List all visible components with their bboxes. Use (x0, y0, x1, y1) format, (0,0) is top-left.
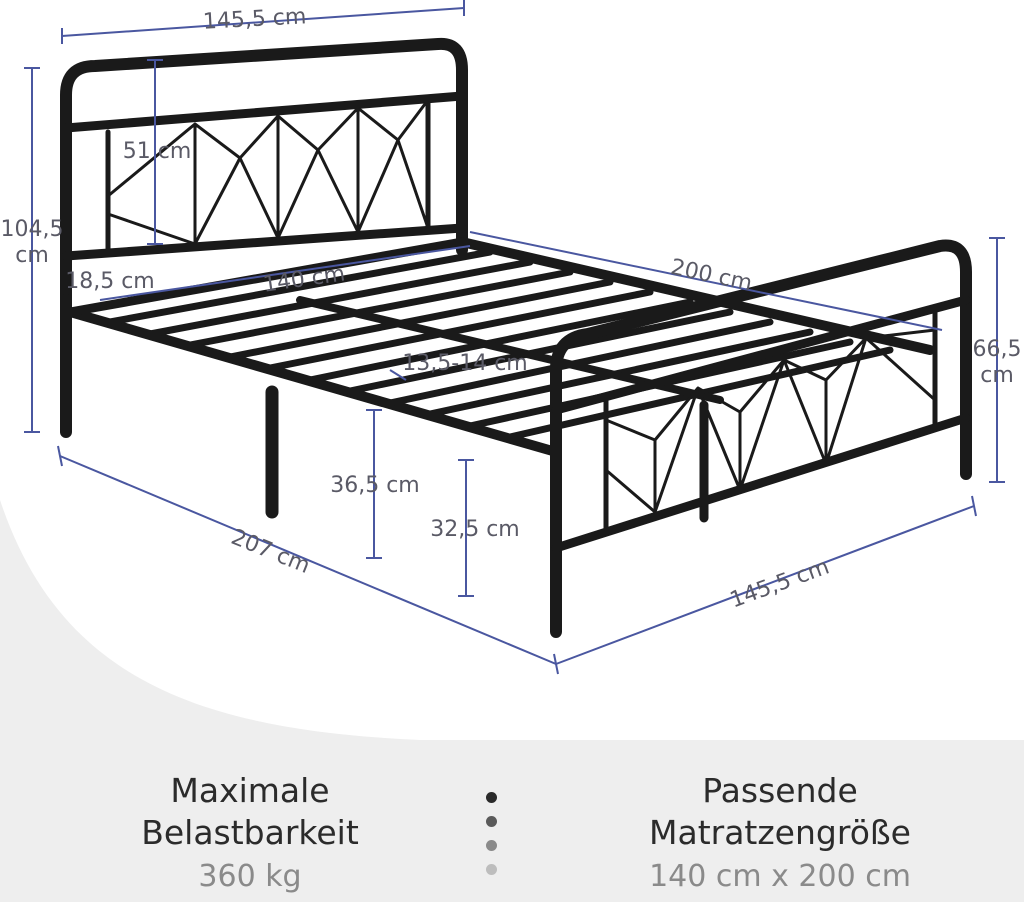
dim-inner-width-line (99, 245, 471, 301)
footboard-arch (550, 239, 972, 638)
spec-mattress-value: 140 cm x 200 cm (649, 859, 911, 894)
spec-load-line2: Belastbarkeit (141, 813, 359, 852)
spec-load-value: 360 kg (198, 859, 302, 894)
footboard-pattern (604, 328, 937, 514)
dim-foot-width-line (555, 505, 975, 665)
dim-slat-gap-line (389, 369, 407, 381)
dim-head-width-line (61, 7, 465, 37)
label-total-height-value: 104,5 (1, 217, 64, 242)
spec-mattress: Passende Matratzengröße 140 cm x 200 cm (560, 770, 1000, 900)
label-total-height-unit: cm (15, 243, 49, 268)
label-panel-height: 51 cm (123, 139, 192, 164)
separator-dot (486, 864, 497, 875)
spec-load-line1: Maximale (170, 771, 330, 810)
label-foot-height-value: 66,5 (973, 337, 1022, 362)
label-leg-top: 18,5 cm (65, 269, 155, 294)
label-foot-width: 145,5 cm (727, 554, 833, 613)
label-under-bed-1: 36,5 cm (330, 473, 420, 498)
dim-total-length-line (59, 455, 557, 665)
separator-dot (486, 792, 497, 803)
bed-frame (60, 37, 972, 638)
spec-load: Maximale Belastbarkeit 360 kg (40, 770, 460, 900)
label-foot-height-unit: cm (980, 363, 1014, 388)
footboard-rail-top (551, 295, 971, 415)
dimension-lines (24, 0, 1005, 675)
headboard-pattern (106, 98, 430, 246)
footboard-rail-bottom (551, 413, 971, 553)
label-slat-gap: 13,5-14 cm (402, 351, 527, 376)
separator-dot (486, 816, 497, 827)
spec-mattress-line1: Passende (702, 771, 858, 810)
label-under-bed-2: 32,5 cm (430, 517, 520, 542)
separator-dots (486, 792, 500, 888)
separator-dot (486, 840, 497, 851)
spec-footer: Maximale Belastbarkeit 360 kg Passende M… (0, 740, 1024, 902)
headboard-rail-top (61, 91, 467, 133)
headboard-arch (60, 37, 468, 436)
dim-inner-length-line (469, 231, 943, 331)
dimension-labels: 145,5 cm 51 cm 104,5 cm 18,5 cm 140 cm 2… (1, 4, 1022, 613)
label-total-length: 207 cm (227, 525, 313, 579)
spec-mattress-line2: Matratzengröße (649, 813, 911, 852)
label-inner-width: 140 cm (261, 261, 346, 297)
headboard-rail-bottom (61, 223, 467, 261)
label-head-width: 145,5 cm (202, 4, 307, 34)
